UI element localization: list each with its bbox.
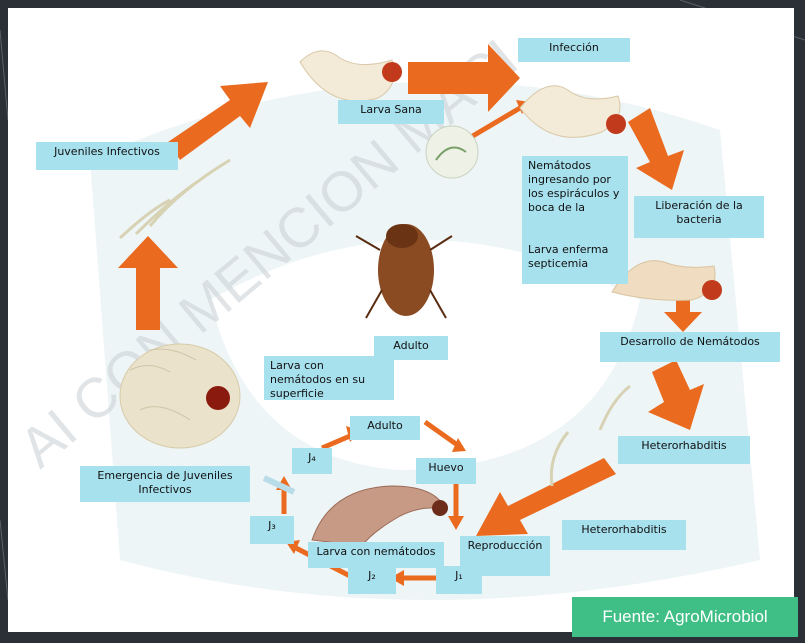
nematode-bubble-image: [426, 126, 478, 178]
label-j2: J₂: [348, 566, 396, 594]
label-nematodos-ingresando: Nemátodos ingresando por los espiráculos…: [522, 156, 628, 240]
label-desarrollo-nematodos: Desarrollo de Nemátodos: [600, 332, 780, 362]
label-liberacion-bacteria: Liberación de la bacteria: [634, 196, 764, 238]
label-j3: J₃: [250, 516, 294, 544]
label-heterorhabditis-2: Heterorhabditis: [562, 520, 686, 550]
label-j4: J₄: [292, 448, 332, 474]
label-j1: J₁: [436, 566, 482, 594]
label-juveniles-infectivos: Juveniles Infectivos: [36, 142, 178, 170]
label-infeccion: Infección: [518, 38, 630, 62]
label-adulto-small: Adulto: [350, 416, 420, 440]
label-larva-sana: Larva Sana: [338, 100, 444, 124]
label-heterorhabditis-1: Heterorhabditis: [618, 436, 750, 464]
label-larva-enferma: Larva enferma septicemia: [522, 240, 628, 284]
label-larva-nematodos: Larva con nemátodos: [308, 542, 444, 568]
label-emergencia-juveniles: Emergencia de Juveniles Infectivos: [80, 466, 250, 502]
label-larva-superficie: Larva con nemátodos en su superficie: [264, 356, 394, 400]
source-caption: Fuente: AgroMicrobiol: [572, 597, 798, 637]
larva-superficie-image: [120, 344, 240, 448]
label-huevo: Huevo: [416, 458, 476, 484]
